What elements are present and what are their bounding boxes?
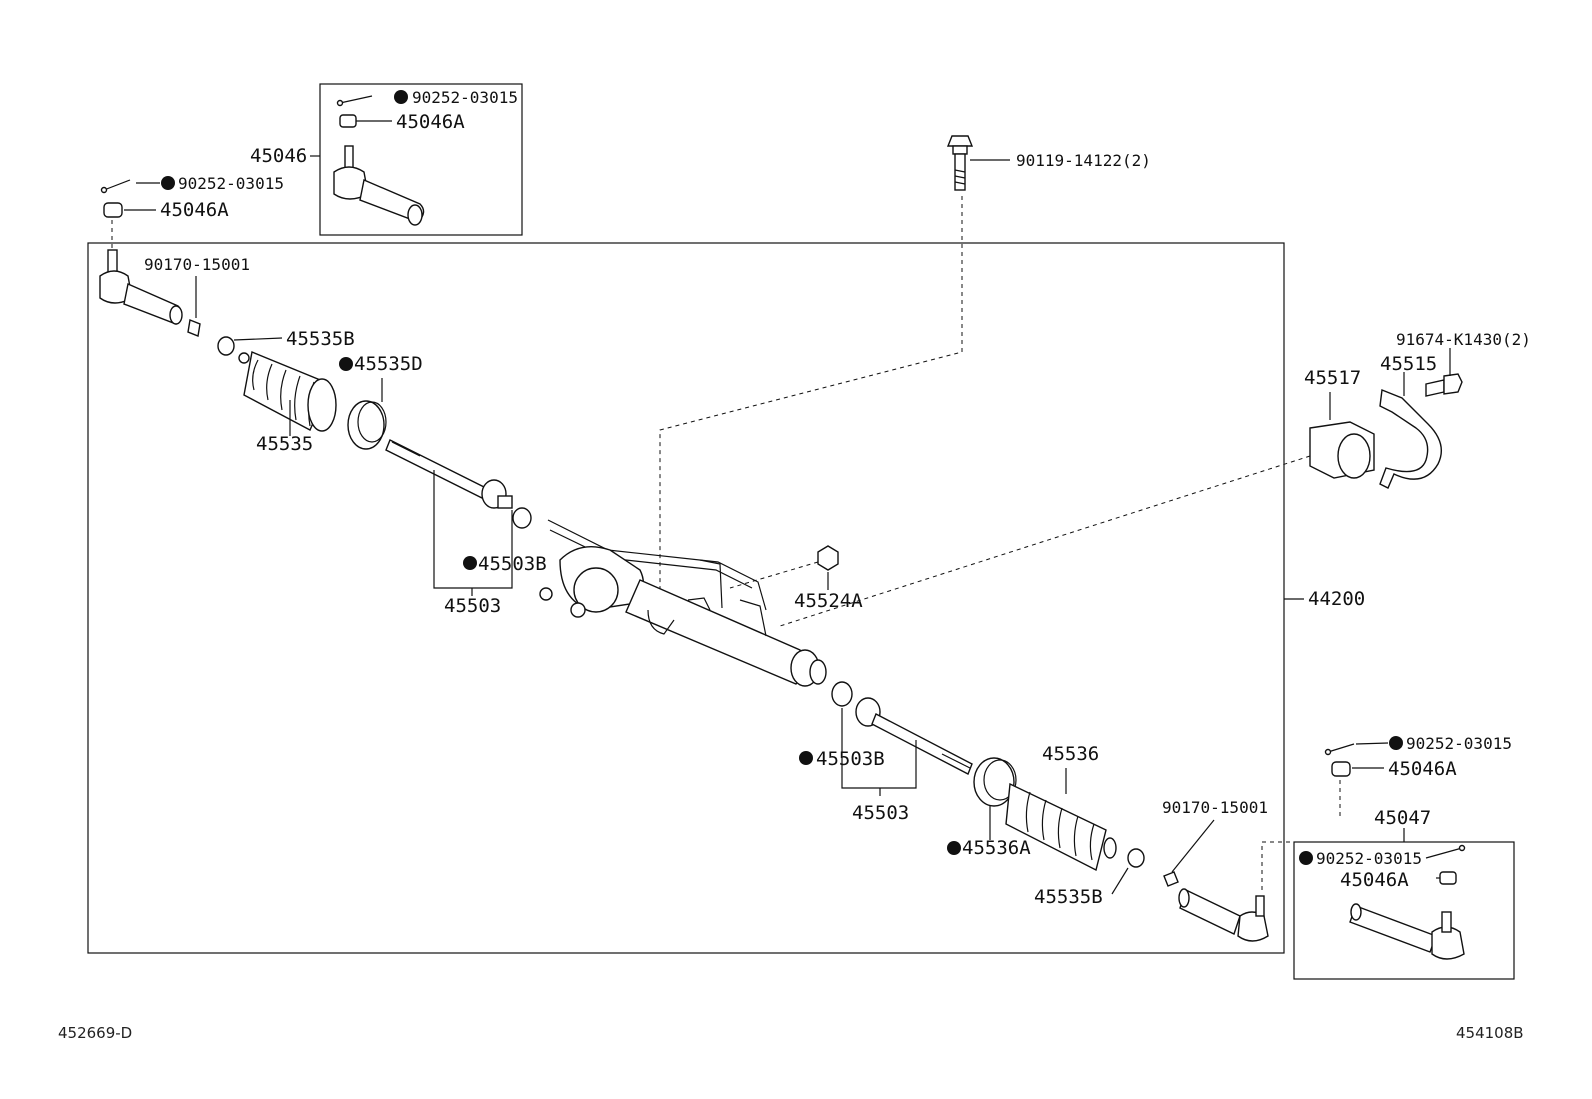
bullet-mark [463, 556, 477, 570]
nut-45524a-icon [729, 545, 839, 590]
right-tie-rod-icon [799, 681, 973, 796]
bolt-91674-icon [1425, 348, 1463, 397]
label-90252-inset: 90252-03015 [1316, 849, 1422, 868]
label-44200: 44200 [1308, 588, 1365, 610]
tie-rod-end-left-inset-frame [319, 83, 523, 236]
bullet-mark [799, 751, 813, 765]
tie-rod-end-icon [99, 249, 183, 325]
label-45503-left: 45503 [444, 595, 501, 617]
bullet-mark [161, 176, 175, 190]
label-45046a-top-inset: 45046A [396, 111, 465, 133]
label-90119: 90119-14122(2) [1016, 151, 1151, 170]
label-91674: 91674-K1430(2) [1396, 330, 1531, 349]
left-tie-rod-end-parts [99, 176, 201, 337]
label-45535: 45535 [256, 433, 313, 455]
label-45503b-left: 45503B [478, 553, 547, 575]
label-45535d: 45535D [354, 353, 423, 375]
bracket-45515-icon [1379, 372, 1442, 489]
label-45047: 45047 [1374, 807, 1431, 829]
tie-rod-end-icon [333, 145, 425, 226]
bullet-mark [339, 357, 353, 371]
label-90252-left: 90252-03015 [178, 174, 284, 193]
steering-gear-housing-icon [539, 519, 827, 687]
footer-left-code: 452669-D [58, 1024, 133, 1042]
label-45536a: 45536A [962, 837, 1031, 859]
label-90170-right: 90170-15001 [1162, 798, 1268, 817]
boot-bellows-icon [243, 351, 337, 432]
left-boot-assembly [217, 336, 387, 450]
left-tie-rod-icon [385, 439, 532, 596]
right-tie-rod-end-parts [1163, 819, 1294, 942]
mount-bushing-45517-icon [1309, 392, 1375, 479]
bullet-mark [394, 90, 408, 104]
label-45503b-right: 45503B [816, 748, 885, 770]
inset-45046-parts [310, 90, 425, 226]
bullet-mark [1299, 851, 1313, 865]
label-45503-right: 45503 [852, 802, 909, 824]
bolt-90119-icon [659, 135, 1010, 600]
label-45046a-right: 45046A [1388, 758, 1457, 780]
main-assembly-frame [87, 242, 1285, 954]
bullet-mark [1389, 736, 1403, 750]
label-45046a-inset: 45046A [1340, 869, 1409, 891]
tie-rod-end-icon [1178, 888, 1269, 942]
footer-right-code: 454108B [1456, 1024, 1524, 1042]
inset-45047-parts [1299, 828, 1466, 960]
label-45515: 45515 [1380, 353, 1437, 375]
label-90252-right: 90252-03015 [1406, 734, 1512, 753]
label-45046a-left: 45046A [160, 199, 229, 221]
label-90252-top-inset: 90252-03015 [412, 88, 518, 107]
label-45535b-top: 45535B [286, 328, 355, 350]
label-90170-left: 90170-15001 [144, 255, 250, 274]
right-lower-cluster [1324, 736, 1403, 820]
label-45524a: 45524A [794, 590, 863, 612]
label-45046: 45046 [250, 145, 307, 167]
label-45536: 45536 [1042, 743, 1099, 765]
label-45517: 45517 [1304, 367, 1361, 389]
right-boot-assembly [947, 757, 1145, 895]
bullet-mark [947, 841, 961, 855]
label-45535b-bottom: 45535B [1034, 886, 1103, 908]
tie-rod-end-icon [1349, 903, 1465, 960]
